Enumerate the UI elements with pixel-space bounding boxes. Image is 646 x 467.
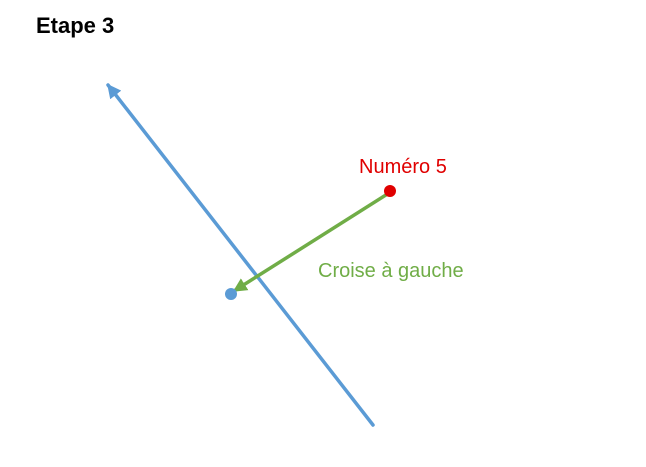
- move-label: Croise à gauche: [318, 260, 464, 282]
- green-move-arrow: [232, 191, 391, 293]
- step-title: Etape 3: [36, 13, 115, 38]
- blue-direction-line: [106, 83, 375, 427]
- red-point: [384, 185, 396, 197]
- point-label: Numéro 5: [359, 156, 447, 178]
- blue-point: [225, 288, 237, 300]
